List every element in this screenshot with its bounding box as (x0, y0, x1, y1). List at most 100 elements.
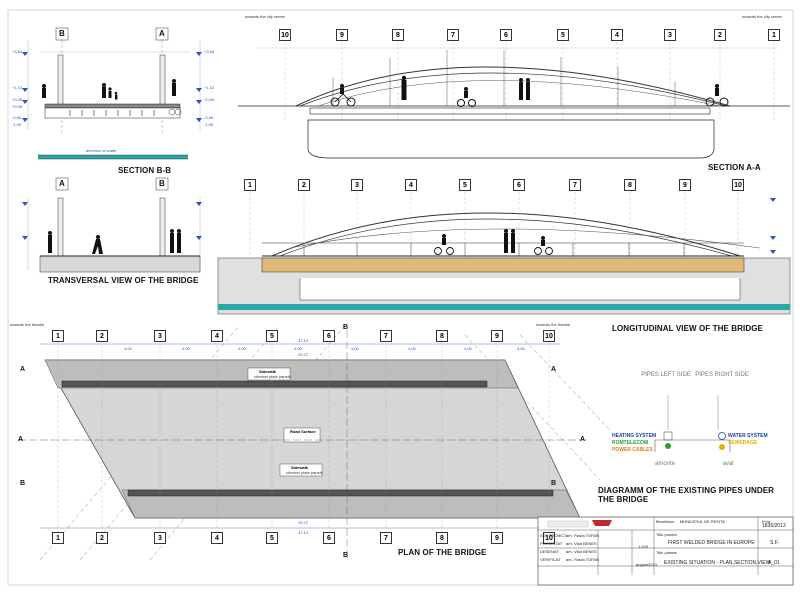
plan-title: PLAN OF THE BRIDGE (398, 548, 487, 557)
tb-project-name-label: Titlu proiect: (656, 532, 678, 537)
plan-grid-7-1: 7 (380, 532, 392, 544)
title-block (537, 516, 794, 586)
plan-grid-9-0: 9 (491, 330, 503, 342)
aa-grid-7-0: 7 (447, 29, 459, 41)
long-grid-10-0: 10 (732, 179, 744, 191)
plan-grid-7-0: 7 (380, 330, 392, 342)
tb-name-3: arh. Flavia TOFAN (566, 557, 599, 562)
tb-project-no: 1836/2013 (762, 523, 786, 529)
plan-span-dim-2: 4,00 (238, 346, 246, 351)
plan-row-a-left: A (20, 366, 26, 373)
heating-system-label: HEATING SYSTEM (612, 433, 657, 439)
plan-total-dimension: 37,14 (298, 338, 309, 343)
sidewalk-label-top: Sidewalk (259, 369, 277, 374)
plan-grid-1-1: 1 (52, 532, 64, 544)
aa-grid-2-0: 2 (714, 29, 726, 41)
plan-grid-5-1: 5 (266, 532, 278, 544)
plan-drawing (18, 324, 611, 561)
plan-span-dim-3: 4,00 (294, 346, 302, 351)
tb-role-0: SEF PROIECT (540, 533, 567, 538)
pipes-right-side-label: PIPES RIGHT SIDE (695, 372, 749, 378)
tb-drawing-title: EXISTING SITUATION - PLAN,SECTION,VIEW (664, 560, 771, 566)
plan-grid-9-1: 9 (491, 532, 503, 544)
towards-city-center-label-left: towards the city center (245, 14, 286, 19)
section-aa-drawing (238, 42, 790, 159)
longitudinal-title: LONGITUDINAL VIEW OF THE BRIDGE (612, 324, 763, 333)
tb-sheet-no: A_01 (768, 560, 780, 566)
elev-left-5: -1,06 (12, 122, 22, 127)
aa-grid-1-0: 1 (768, 29, 780, 41)
section-bb-title: SECTION B-B (118, 166, 172, 175)
long-grid-4-0: 4 (405, 179, 417, 191)
plan-marker-b-top: B (343, 324, 349, 331)
checker-plate-label-top: checker plate panels (254, 374, 291, 379)
elev-left-4: -0,66 (12, 115, 22, 120)
plan-span-dim-1: 4,00 (182, 346, 190, 351)
plan-grid-10-0: 10 (543, 330, 555, 342)
tb-drawing-title-label: Titlu plansa: (656, 550, 678, 555)
sewerage-label: SEWERAGE (728, 440, 758, 446)
pipes-left-side-label: PIPES LEFT SIDE (641, 372, 691, 378)
checker-plate-label-bottom: checker plate panels (286, 470, 323, 475)
plan-grid-2-0: 2 (96, 330, 108, 342)
plan-span-dim-6: 4,00 (464, 346, 472, 351)
elev-left-0: +3,64 (12, 49, 23, 54)
aa-grid-9-0: 9 (336, 29, 348, 41)
elev-right-2: +0,49 (204, 97, 215, 102)
plan-grid-4-1: 4 (211, 532, 223, 544)
upstream-label: amonte (654, 461, 675, 467)
plan-grid-10-1: 10 (543, 532, 555, 544)
long-grid-1-0: 1 (244, 179, 256, 191)
plan-inner-dimension: 29,72 (298, 352, 309, 357)
plan-grid-5-0: 5 (266, 330, 278, 342)
elev-right-3: -0,66 (204, 115, 214, 120)
road-surface-label: Road Surface (290, 429, 316, 434)
tb-beneficiary-label: Beneficiar: (656, 519, 675, 524)
plan-row-b-left: B (20, 480, 26, 487)
plan-grid-6-1: 6 (323, 532, 335, 544)
diagram-title-line2: THE BRIDGE (598, 495, 649, 504)
plan-marker-a-right: A (580, 436, 586, 443)
transversal-title: TRANSVERSAL VIEW OF THE BRIDGE (48, 276, 199, 285)
long-grid-8-0: 8 (624, 179, 636, 191)
elev-right-1: +1,10 (204, 85, 215, 90)
elev-left-1: +1,10 (12, 85, 23, 90)
plan-marker-b-bottom: B (343, 552, 349, 559)
aa-grid-5-0: 5 (557, 29, 569, 41)
aa-grid-10-0: 10 (279, 29, 291, 41)
direction-of-water-label: direction of water (86, 148, 117, 153)
plan-span-dim-0: 4,00 (124, 346, 132, 351)
plan-grid-1-0: 1 (52, 330, 64, 342)
long-grid-6-0: 6 (513, 179, 525, 191)
aa-grid-6-0: 6 (500, 29, 512, 41)
tb-scale: 1:100 (638, 544, 649, 549)
towards-theatre-label-right: towards the theatre (536, 322, 571, 327)
tb-date: august2013 (636, 562, 657, 567)
aa-grid-8-0: 8 (392, 29, 404, 41)
aa-grid-3-0: 3 (664, 29, 676, 41)
long-grid-5-0: 5 (459, 179, 471, 191)
long-grid-2-0: 2 (298, 179, 310, 191)
pipe-diagram (654, 395, 731, 452)
long-grid-3-0: 3 (351, 179, 363, 191)
plan-row-a-right: A (551, 366, 557, 373)
plan-span-dim-7: 4,00 (517, 346, 525, 351)
tb-phase: S.F. (770, 540, 779, 546)
plan-inner-dimension-bottom: 29,72 (298, 520, 309, 525)
towards-city-center-label-right: towards the city center (742, 14, 783, 19)
aa-grid-4-0: 4 (611, 29, 623, 41)
grid-letter-bb-1: A (159, 29, 165, 38)
towards-theatre-label-left: towards the theatre (10, 322, 45, 327)
plan-marker-a-left: A (18, 436, 24, 443)
plan-grid-8-1: 8 (436, 532, 448, 544)
downstream-label: aval (722, 461, 734, 467)
elev-left-2: +0,49 (12, 97, 23, 102)
section-aa-title: SECTION A-A (708, 163, 761, 172)
grid-letter-tv-0: A (59, 179, 65, 188)
tb-role-2: DESENAT (540, 549, 559, 554)
water-system-label: WATER SYSTEM (728, 433, 768, 439)
power-cables-label: POWER CABLES (612, 447, 653, 453)
sidewalk-label-bottom: Sidewalk (291, 465, 309, 470)
long-grid-7-0: 7 (569, 179, 581, 191)
tb-role-1: PROIECTAT (540, 541, 563, 546)
